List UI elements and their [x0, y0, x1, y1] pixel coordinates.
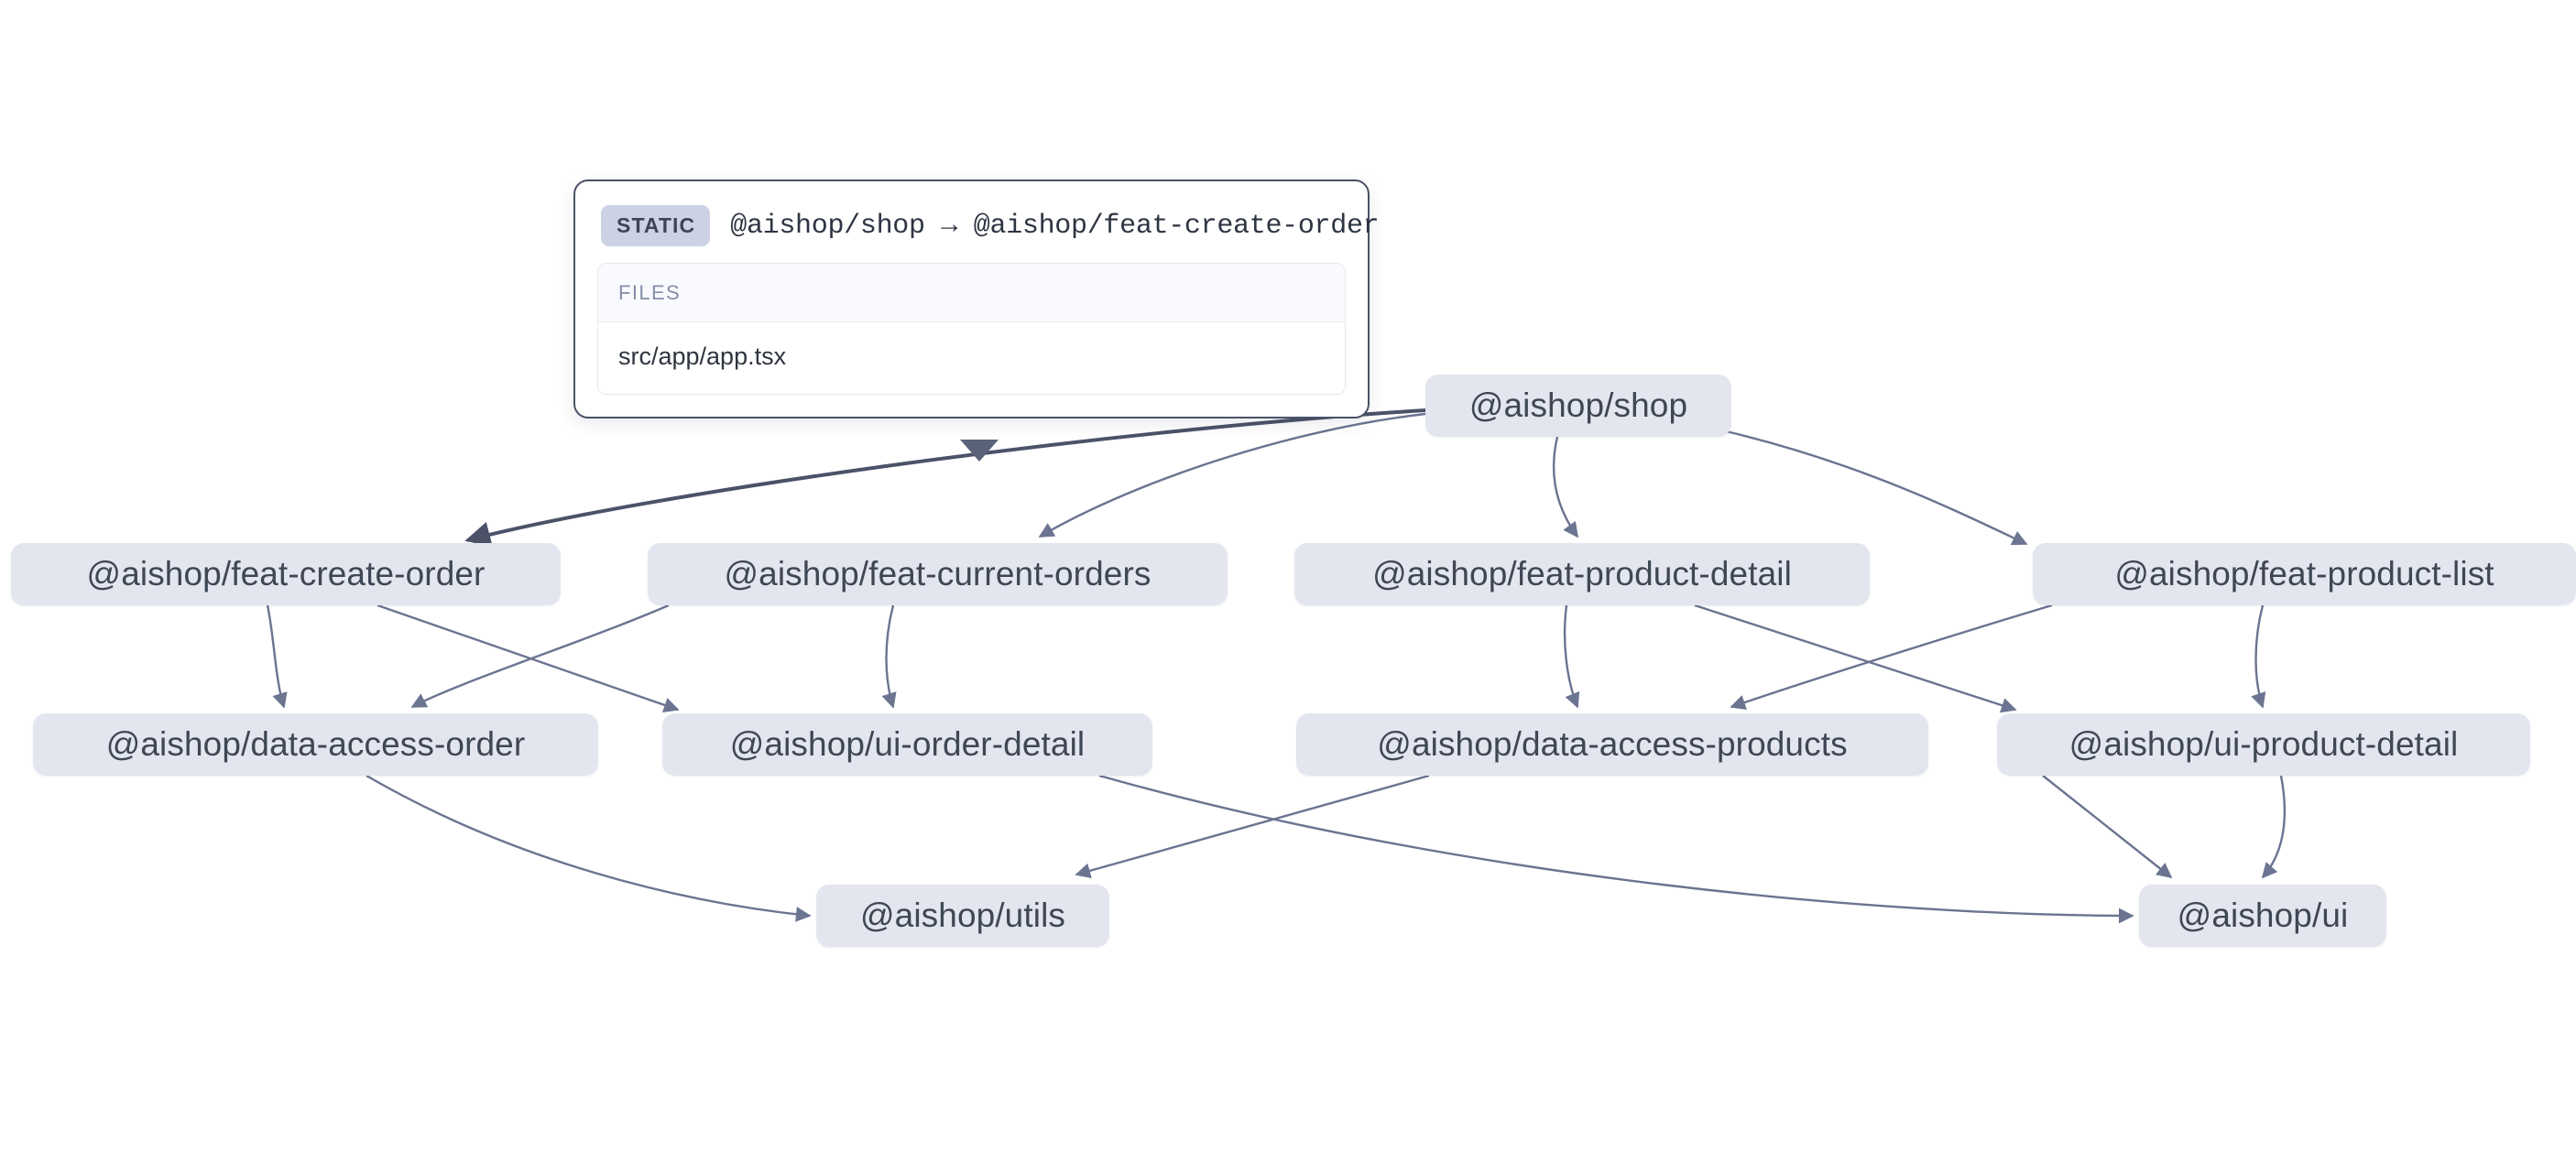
edge-feat-product-detail-to-ui-product-detail	[1694, 603, 2017, 713]
node-ui-product-detail[interactable]: @aishop/ui-product-detail	[1997, 713, 2530, 776]
node-label: @aishop/data-access-products	[1377, 725, 1848, 763]
node-label: @aishop/data-access-order	[105, 725, 526, 763]
node-feat-product-detail[interactable]: @aishop/feat-product-detail	[1294, 543, 1870, 605]
node-label: @aishop/ui-product-detail	[2068, 725, 2459, 763]
edge-feat-create-order-to-data-access-order	[266, 604, 288, 709]
node-label: @aishop/feat-current-orders	[724, 555, 1152, 592]
edge-detail-tooltip[interactable]: STATIC @aishop/shop → @aishop/feat-creat…	[573, 179, 1380, 418]
edge-feat-product-list-to-data-access-products	[1730, 603, 2053, 711]
edge-feat-current-orders-to-ui-order-detail	[881, 604, 897, 709]
files-panel: FILES src/app/app.tsx	[597, 263, 1346, 395]
edge-feat-product-list-to-ui-product-detail	[2251, 604, 2266, 709]
edge-shop-to-feat-product-list	[1721, 429, 2028, 546]
node-data-access-order[interactable]: @aishop/data-access-order	[33, 713, 598, 776]
edge-feat-product-detail-to-data-access-products	[1563, 604, 1580, 709]
files-section-header: FILES	[598, 264, 1345, 322]
edge-feat-create-order-to-ui-order-detail	[377, 603, 680, 712]
edge-data-access-products-to-utils	[1075, 774, 1430, 879]
node-label: @aishop/feat-create-order	[86, 555, 486, 592]
edge-shop-to-feat-create-order-highlighted	[464, 408, 1426, 548]
node-label: @aishop/feat-product-list	[2114, 555, 2494, 592]
node-label: @aishop/ui-order-detail	[729, 725, 1086, 763]
node-feat-product-list[interactable]: @aishop/feat-product-list	[2033, 543, 2576, 605]
edge-shop-to-feat-current-orders	[1038, 412, 1426, 538]
node-utils[interactable]: @aishop/utils	[816, 885, 1109, 947]
edge-shop-to-feat-product-detail	[1552, 436, 1578, 538]
node-ui-order-detail[interactable]: @aishop/ui-order-detail	[662, 713, 1152, 776]
node-feat-create-order[interactable]: @aishop/feat-create-order	[11, 543, 561, 605]
node-data-access-products[interactable]: @aishop/data-access-products	[1296, 713, 1928, 776]
edge-data-access-order-to-utils	[366, 774, 812, 922]
node-label: @aishop/utils	[860, 897, 1065, 934]
node-ui[interactable]: @aishop/ui	[2139, 885, 2386, 947]
node-shop[interactable]: @aishop/shop	[1425, 375, 1731, 437]
tooltip-header: STATIC @aishop/shop → @aishop/feat-creat…	[597, 201, 1380, 263]
edge-feat-current-orders-to-data-access-order	[410, 603, 670, 709]
node-label: @aishop/ui	[2177, 897, 2349, 934]
edge-ui-product-detail-to-ui	[2261, 775, 2287, 879]
node-feat-current-orders[interactable]: @aishop/feat-current-orders	[648, 543, 1228, 605]
edge-ui-product-detail-left-to-ui	[2042, 775, 2173, 879]
status-badge: STATIC	[601, 205, 711, 246]
file-list-item[interactable]: src/app/app.tsx	[598, 322, 1345, 394]
tooltip-title: @aishop/shop → @aishop/feat-create-order	[730, 210, 1380, 242]
node-label: @aishop/feat-product-detail	[1372, 555, 1792, 592]
edge-direction-marker	[960, 440, 999, 462]
edge-ui-order-detail-to-ui	[1098, 774, 2134, 924]
node-label: @aishop/shop	[1468, 386, 1688, 424]
